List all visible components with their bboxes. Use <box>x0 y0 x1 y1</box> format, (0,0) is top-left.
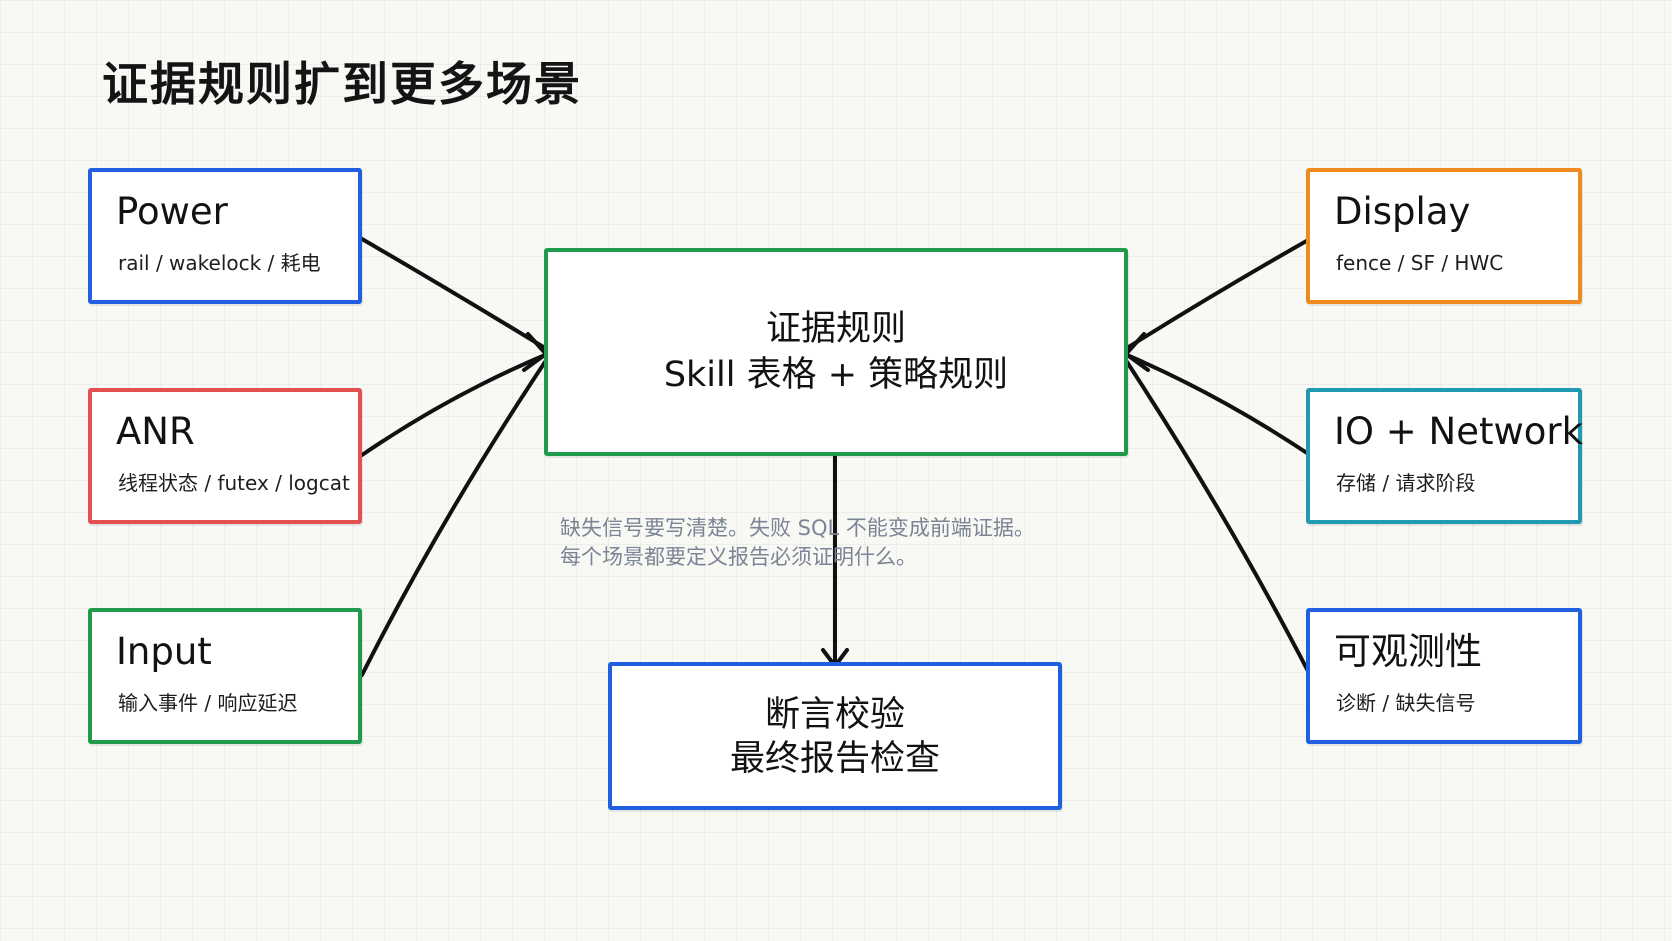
evidence-rules-subtitle: Skill 表格 + 策略规则 <box>663 355 1009 395</box>
arrow-anr-to-center <box>360 353 547 457</box>
annotation-note: 缺失信号要写清楚。失败 SQL 不能变成前端证据。 每个场景都要定义报告必须证明… <box>560 514 1035 572</box>
observability-card[interactable]: 可观测性 诊断 / 缺失信号 <box>1306 608 1582 744</box>
input-card[interactable]: Input 输入事件 / 响应延迟 <box>88 608 362 744</box>
page-title: 证据规则扩到更多场景 <box>102 57 582 111</box>
anr-card-title: ANR <box>116 410 195 453</box>
power-card-title: Power <box>116 190 228 233</box>
arrow-display-to-center <box>1125 237 1312 350</box>
arrow-io-to-center <box>1125 353 1312 457</box>
display-card[interactable]: Display fence / SF / HWC <box>1306 168 1582 304</box>
io-network-card-title: IO + Network <box>1334 410 1584 453</box>
arrow-input-to-center <box>360 360 547 677</box>
assertion-check-title: 断言校验 <box>764 695 905 735</box>
io-network-card[interactable]: IO + Network 存储 / 请求阶段 <box>1306 388 1584 524</box>
final-report-check-subtitle: 最终报告检查 <box>729 739 940 779</box>
display-card-subtitle: fence / SF / HWC <box>1336 251 1504 275</box>
annotation-line-1: 缺失信号要写清楚。失败 SQL 不能变成前端证据。 <box>560 516 1035 540</box>
annotation-line-2: 每个场景都要定义报告必须证明什么。 <box>560 545 917 569</box>
input-card-subtitle: 输入事件 / 响应延迟 <box>118 691 298 715</box>
io-network-card-subtitle: 存储 / 请求阶段 <box>1336 471 1476 495</box>
arrow-observability-to-center <box>1125 360 1312 677</box>
evidence-rules-box[interactable]: 证据规则 Skill 表格 + 策略规则 <box>544 248 1128 456</box>
observability-card-title: 可观测性 <box>1334 630 1482 673</box>
power-card-subtitle: rail / wakelock / 耗电 <box>118 251 321 275</box>
evidence-rules-title: 证据规则 <box>765 309 906 349</box>
input-card-title: Input <box>116 630 212 673</box>
power-card[interactable]: Power rail / wakelock / 耗电 <box>88 168 362 304</box>
anr-card[interactable]: ANR 线程状态 / futex / logcat <box>88 388 362 524</box>
arrow-power-to-center <box>360 237 547 350</box>
assertion-check-box[interactable]: 断言校验 最终报告检查 <box>608 662 1062 810</box>
observability-card-subtitle: 诊断 / 缺失信号 <box>1336 691 1476 715</box>
display-card-title: Display <box>1334 190 1471 233</box>
anr-card-subtitle: 线程状态 / futex / logcat <box>118 471 350 495</box>
